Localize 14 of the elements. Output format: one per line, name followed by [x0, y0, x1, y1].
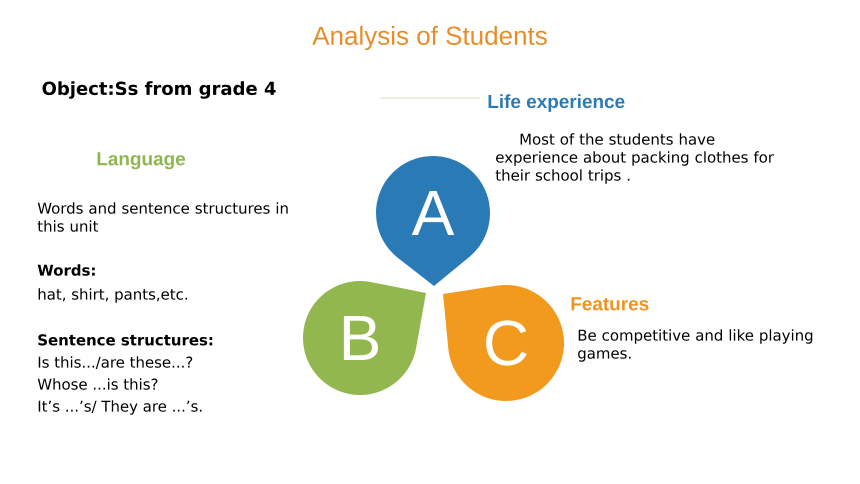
subheading-text: Sentence structures:	[38, 334, 212, 346]
body-text: Words and sentence structures in this unit	[38, 202, 288, 232]
body-text: It’s ...’s/ They are ...’s.	[38, 400, 202, 415]
subheading-text: Words:	[38, 264, 95, 276]
heading-text: Language	[98, 152, 186, 170]
body-text: Is this.../are these...?	[38, 356, 192, 369]
subtitle-text: Object:Ss from grade 4	[42, 81, 276, 99]
body-text: Most of the students have experience about packing clothes for their school trips .	[496, 133, 774, 184]
heading-text: Life experience	[488, 94, 624, 112]
body-text: hat, shirt, pants,etc.	[38, 288, 187, 303]
title: Analysis of Students	[312, 26, 547, 50]
heading-text: Features	[572, 297, 648, 310]
body-text: Be competitive and like playing games.	[578, 329, 812, 362]
body-text: Whose ...is this?	[38, 378, 158, 390]
